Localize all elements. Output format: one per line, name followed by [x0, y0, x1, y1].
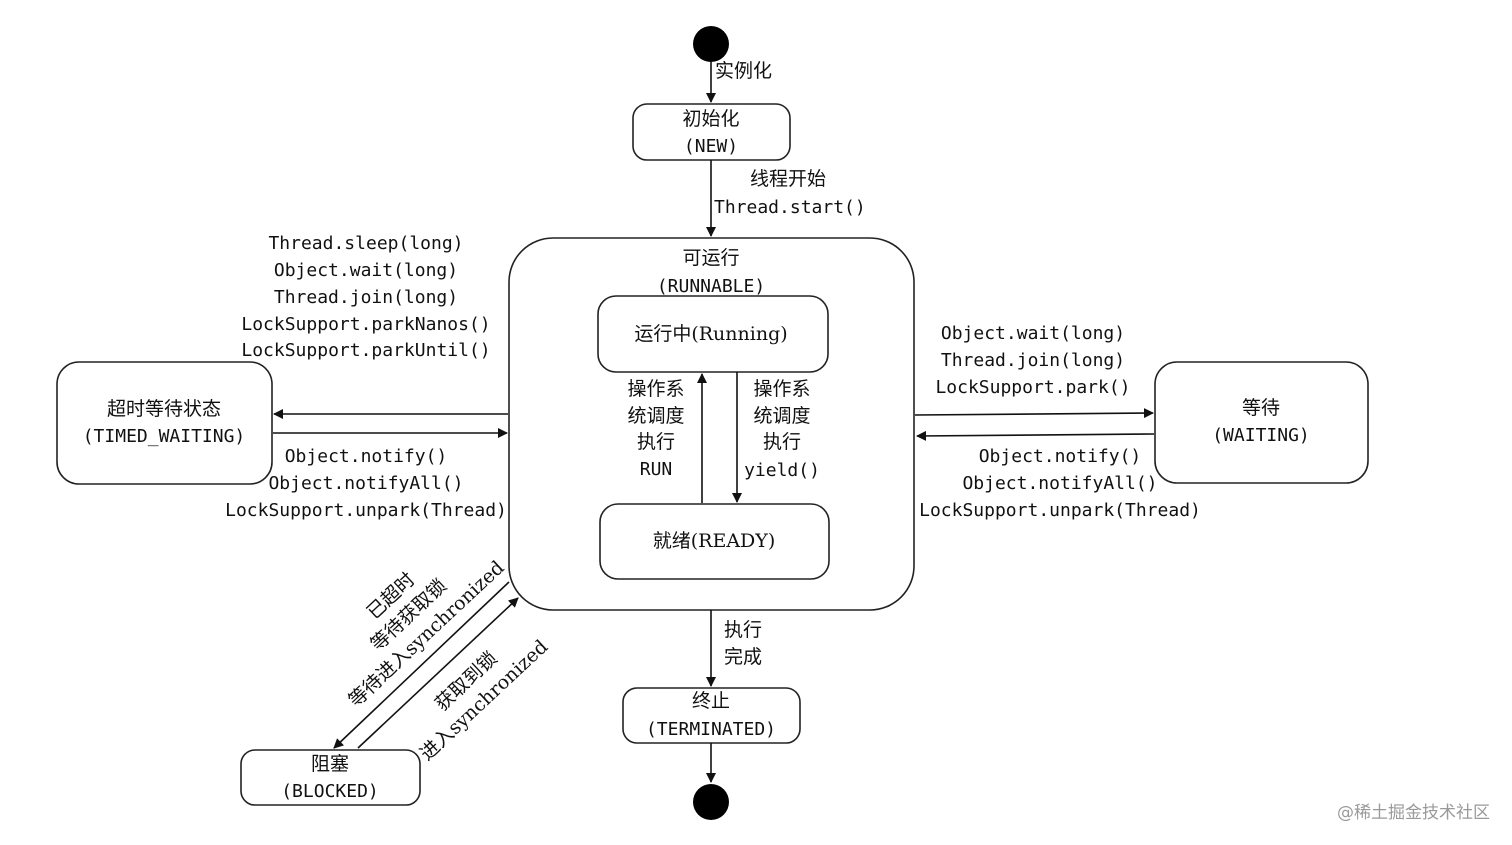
edge-to-blocked	[333, 581, 510, 749]
label-to-running: 操作系 统调度 执行 RUN	[627, 378, 684, 480]
state-terminated-name: 终止	[692, 690, 730, 712]
state-waiting: 等待 (WAITING)	[1154, 361, 1369, 484]
state-new-name: 初始化	[682, 108, 739, 130]
label-to-waiting-3: LockSupport.park()	[935, 377, 1130, 398]
label-to-timed-waiting: Thread.sleep(long) Object.wait(long) Thr…	[241, 233, 490, 361]
state-runnable-name: 可运行	[682, 247, 739, 269]
state-timed-waiting: 超时等待状态 (TIMED_WAITING)	[56, 361, 273, 485]
state-running-label: 运行中(Running)	[634, 323, 787, 345]
label-to-waiting-2: Thread.join(long)	[941, 350, 1125, 371]
state-blocked-name: 阻塞	[311, 753, 349, 775]
label-to-timed-waiting-3: Thread.join(long)	[274, 287, 458, 308]
final-node	[693, 784, 729, 820]
label-to-waiting: Object.wait(long) Thread.join(long) Lock…	[935, 323, 1130, 398]
label-to-running-1: 操作系	[627, 378, 684, 400]
state-terminated-code: (TERMINATED)	[646, 719, 776, 740]
label-start-1: 线程开始	[750, 168, 826, 190]
label-finish-1: 执行	[724, 619, 762, 641]
label-to-ready-3: 执行	[763, 431, 801, 453]
label-from-timed-waiting-1: Object.notify()	[285, 446, 448, 467]
label-from-timed-waiting-2: Object.notifyAll()	[268, 473, 463, 494]
state-blocked: 阻塞 (BLOCKED)	[240, 749, 421, 806]
label-to-running-3: 执行	[637, 431, 675, 453]
label-start-2: Thread.start()	[714, 197, 866, 218]
label-from-waiting: Object.notify() Object.notifyAll() LockS…	[919, 446, 1201, 521]
label-to-timed-waiting-5: LockSupport.parkUntil()	[241, 340, 490, 361]
state-ready: 就绪(READY)	[599, 503, 830, 580]
watermark: @稀土掘金技术社区	[1337, 803, 1490, 823]
label-to-timed-waiting-1: Thread.sleep(long)	[268, 233, 463, 254]
label-to-ready: 操作系 统调度 执行 yield()	[744, 378, 820, 481]
label-from-waiting-1: Object.notify()	[979, 446, 1142, 467]
state-waiting-name: 等待	[1242, 397, 1280, 419]
state-new: 初始化 (NEW)	[632, 103, 791, 161]
label-finish-2: 完成	[724, 646, 762, 668]
label-to-running-2: 统调度	[627, 405, 684, 427]
label-from-waiting-3: LockSupport.unpark(Thread)	[919, 500, 1201, 521]
initial-node	[693, 26, 729, 62]
edge-from-waiting	[916, 430, 1155, 441]
state-timed-waiting-name: 超时等待状态	[107, 398, 221, 420]
label-to-running-4: RUN	[640, 459, 673, 480]
label-instantiate: 实例化	[715, 60, 772, 82]
edge-to-waiting	[914, 408, 1154, 419]
state-terminated: 终止 (TERMINATED)	[622, 687, 801, 744]
label-from-timed-waiting: Object.notify() Object.notifyAll() LockS…	[225, 446, 507, 521]
label-to-ready-4: yield()	[744, 460, 820, 481]
state-runnable-code: (RUNNABLE)	[657, 276, 765, 297]
state-waiting-code: (WAITING)	[1212, 425, 1310, 446]
state-timed-waiting-code: (TIMED_WAITING)	[83, 426, 246, 447]
label-to-ready-1: 操作系	[753, 378, 810, 400]
label-to-timed-waiting-2: Object.wait(long)	[274, 260, 458, 281]
state-running: 运行中(Running)	[597, 295, 829, 373]
label-from-waiting-2: Object.notifyAll()	[962, 473, 1157, 494]
state-blocked-code: (BLOCKED)	[281, 781, 379, 802]
label-to-timed-waiting-4: LockSupport.parkNanos()	[241, 314, 490, 335]
state-new-code: (NEW)	[684, 136, 738, 157]
state-ready-label: 就绪(READY)	[653, 530, 776, 552]
label-to-ready-2: 统调度	[753, 405, 810, 427]
label-from-timed-waiting-3: LockSupport.unpark(Thread)	[225, 500, 507, 521]
label-to-waiting-1: Object.wait(long)	[941, 323, 1125, 344]
edge-from-blocked	[357, 597, 519, 749]
label-finish: 执行 完成	[724, 619, 762, 668]
